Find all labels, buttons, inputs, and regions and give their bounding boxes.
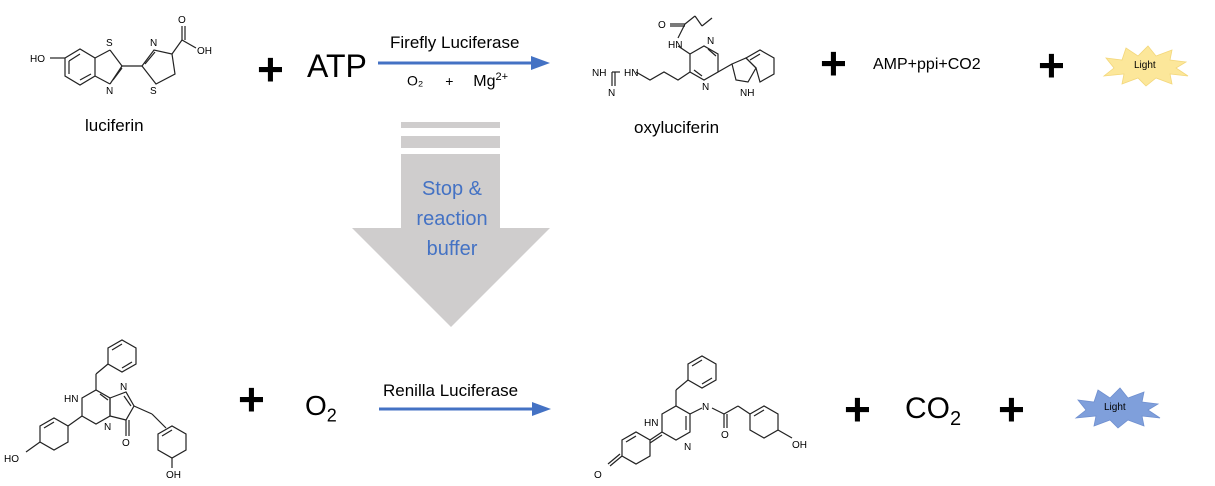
coelenterazine-structure: HN N N O HO OH: [4, 339, 187, 481]
atp-label: ATP: [307, 48, 367, 84]
svg-text:HO: HO: [30, 54, 45, 65]
svg-text:S: S: [150, 86, 157, 97]
o2-subscript: 2: [326, 405, 337, 426]
stop-arrow: [352, 122, 550, 327]
svg-text:NH: NH: [740, 88, 754, 99]
svg-text:S: S: [106, 38, 113, 49]
plus-sign: +: [1038, 39, 1065, 91]
svg-text:HN: HN: [624, 68, 638, 79]
oxyluciferin-label: oxyluciferin: [634, 118, 720, 137]
svg-text:HN: HN: [668, 40, 682, 51]
light-burst-yellow: [1102, 45, 1189, 87]
svg-text:N: N: [150, 38, 157, 49]
svg-text:N: N: [106, 86, 113, 97]
svg-text:N: N: [104, 422, 111, 433]
coelenteramide-structure: HN N N O OH O: [594, 355, 807, 481]
co2-product: CO2: [905, 392, 961, 431]
byproducts-label: AMP+ppi+CO2: [873, 56, 981, 73]
stop-line-1: Stop &: [421, 178, 483, 200]
oxyluciferin-structure: O HN N N HN NH N NH: [592, 15, 775, 99]
svg-text:O: O: [122, 438, 130, 449]
svg-text:O: O: [594, 470, 602, 481]
mg-cofactor: Mg: [473, 72, 496, 90]
plus-sign: +: [998, 383, 1025, 435]
svg-text:HO: HO: [4, 454, 19, 465]
o2-symbol: O: [305, 390, 327, 421]
svg-text:N: N: [608, 88, 615, 99]
svg-text:O: O: [178, 15, 186, 26]
svg-text:N: N: [120, 382, 127, 393]
luciferin-label: luciferin: [85, 116, 144, 135]
firefly-enzyme-label: Firefly Luciferase: [390, 33, 520, 52]
reaction-arrow-top: [378, 56, 550, 70]
light-label-top: Light: [1134, 60, 1156, 71]
svg-text:N: N: [702, 82, 709, 93]
stop-reaction-buffer-label: Stop & reaction buffer: [392, 174, 512, 264]
plus-sign: +: [844, 383, 871, 435]
co2-subscript: 2: [950, 408, 962, 430]
o2-cofactor: O₂: [407, 72, 424, 89]
o2-reactant: O2: [305, 390, 337, 427]
renilla-enzyme-label: Renilla Luciferase: [383, 381, 519, 400]
mg-charge: 2+: [495, 71, 509, 83]
svg-text:OH: OH: [792, 440, 807, 451]
stop-line-2: reaction: [416, 208, 488, 230]
svg-text:OH: OH: [166, 470, 181, 481]
light-burst-blue: [1074, 387, 1161, 429]
light-label-bottom: Light: [1104, 402, 1126, 413]
svg-text:N: N: [684, 442, 691, 453]
plus-sign: +: [820, 37, 847, 89]
stop-line-3: buffer: [426, 238, 478, 260]
svg-text:OH: OH: [197, 46, 212, 57]
svg-text:O: O: [721, 430, 729, 441]
svg-text:N: N: [707, 36, 714, 47]
svg-text:O: O: [658, 20, 666, 31]
svg-text:NH: NH: [592, 68, 606, 79]
svg-text:N: N: [702, 402, 709, 413]
svg-text:HN: HN: [64, 394, 78, 405]
plus-sign: +: [238, 373, 265, 425]
co2-symbol: CO: [905, 392, 950, 425]
plus-sign: +: [257, 43, 284, 95]
luciferin-structure: HO S N N S O OH: [30, 15, 212, 97]
reaction-arrow-bottom: [379, 402, 551, 416]
svg-text:HN: HN: [644, 418, 658, 429]
cofactor-row: O₂ + Mg2+: [407, 71, 508, 91]
cofactor-plus: +: [445, 72, 454, 89]
